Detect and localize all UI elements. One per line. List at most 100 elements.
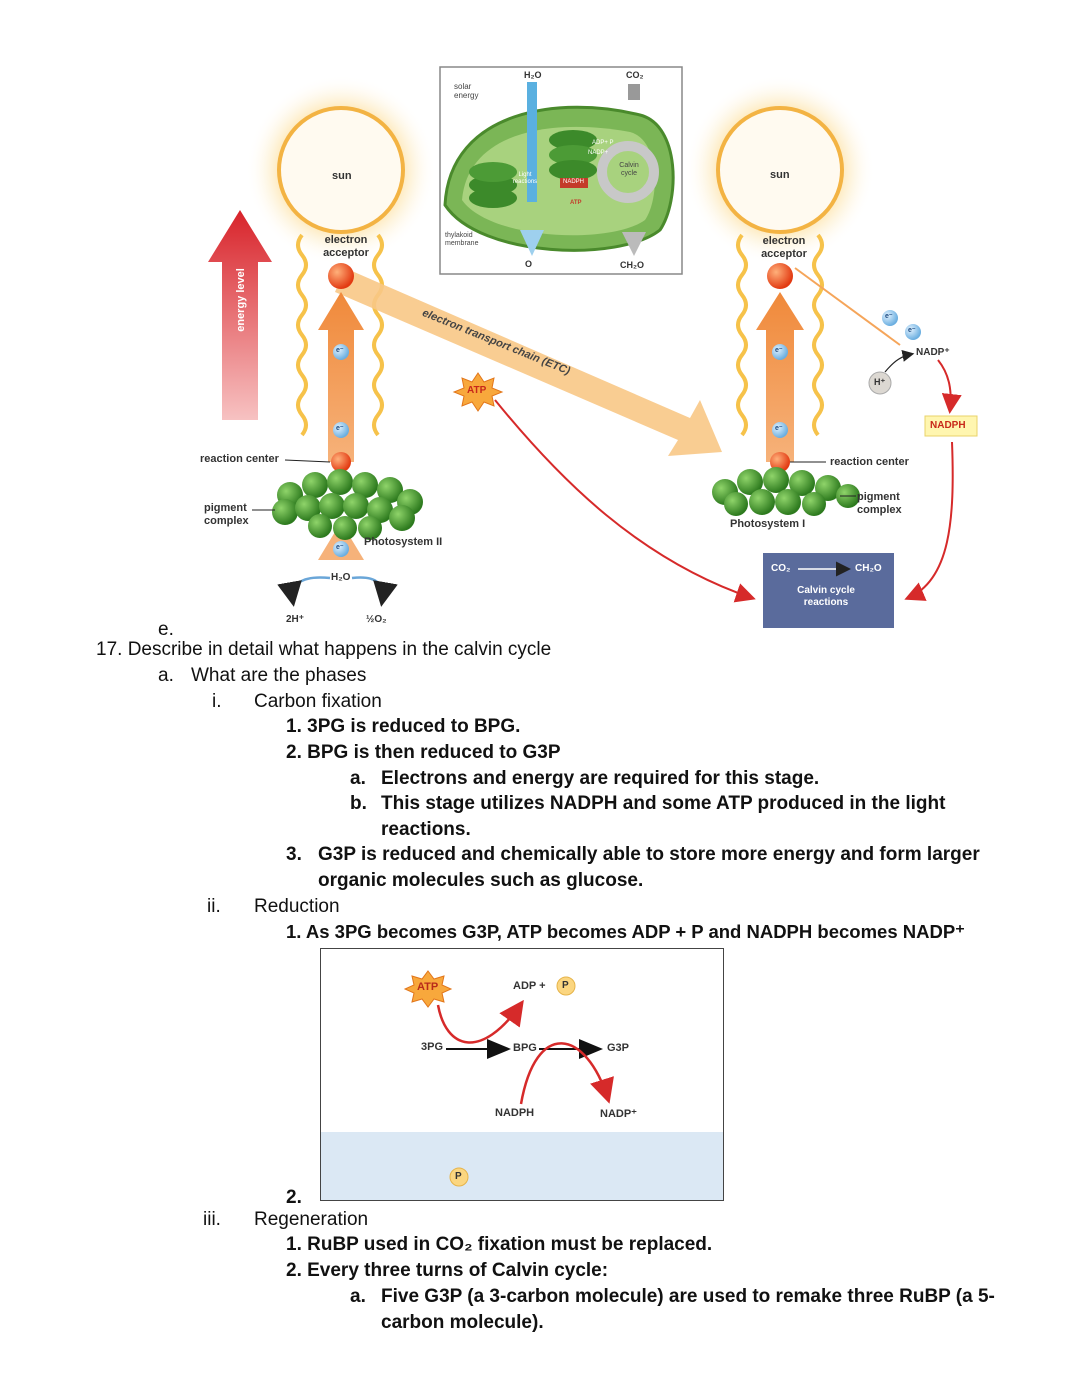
reduction-bpg-label: BPG (513, 1042, 537, 1054)
electron-label: e⁻ (336, 347, 344, 354)
reduction-3pg-label: 3PG (421, 1041, 444, 1053)
inset-solar-energy-label: solar energy (454, 82, 479, 100)
inset-ch2o-label: CH₂O (620, 260, 644, 270)
etc-label: electron transport chain (ETC) (420, 307, 572, 378)
sun-right-icon (685, 75, 875, 265)
atp-burst-icon (403, 970, 453, 1008)
pigment-complex-left (272, 469, 423, 540)
photosystem-ii-label: Photosystem II (364, 536, 443, 548)
electron-label: e⁻ (336, 425, 344, 432)
electron-icons (333, 310, 921, 557)
item-i-3-line2: organic molecules such as glucose. (318, 870, 644, 891)
nadph-label: NADPH (930, 420, 966, 431)
reduction-nadph-label: NADPH (495, 1107, 535, 1119)
reduction-adp-label: ADP + (513, 980, 546, 992)
item-i-2b-marker: b. (350, 793, 367, 814)
calvin-cycle-reactions-label: Calvin cycle reactions (797, 585, 855, 608)
electron-acceptor-left-label: electron acceptor (323, 234, 369, 259)
item-iii-2a-line1: Five G3P (a 3-carbon molecule) are used … (381, 1286, 995, 1307)
h-to-nadp-arrow (884, 350, 915, 373)
item-e-marker: e. (158, 619, 174, 640)
item-i-2: 2. BPG is then reduced to G3P (286, 742, 561, 763)
item-i-2b-line1: This stage utilizes NADPH and some ATP p… (381, 793, 946, 814)
energy-level-label: energy level (235, 268, 247, 332)
electron-acceptor-right-label: electron acceptor (761, 235, 807, 260)
reaction-center-right-label: reaction center (830, 456, 909, 468)
inset-co2-label: CO₂ (626, 70, 644, 80)
pigment-complex-right (712, 467, 860, 516)
psi-up-arrow (756, 292, 804, 462)
light-rays (296, 233, 824, 437)
sun-left-icon (246, 75, 436, 265)
electron-label: e⁻ (775, 347, 783, 354)
photosystem-i-label: Photosystem I (730, 518, 806, 530)
sun-left-label: sun (332, 170, 352, 182)
inset-thylakoid-label: thylakoid membrane (445, 232, 479, 247)
item-iii-2a-line2: carbon molecule). (381, 1312, 544, 1333)
calvin-co2-label: CO₂ (771, 563, 791, 574)
energy-level-arrow: energy level (208, 210, 272, 420)
item-i-text: Carbon fixation (254, 691, 382, 712)
inset-nadph-label: NADPH (563, 179, 585, 185)
reduction-p-bottom-label: P (455, 1171, 462, 1182)
electron-label: e⁻ (908, 327, 916, 334)
calvin-cycle-box (763, 553, 894, 628)
item-a-marker: a. (158, 665, 174, 686)
reduction-atp-label: ATP (417, 981, 439, 993)
pigment-complex-left-label: pigment complex (204, 502, 249, 527)
item-i-2a: Electrons and energy are required for th… (381, 768, 820, 789)
item-ii-marker: ii. (207, 896, 221, 917)
nadph-box (924, 415, 978, 437)
h-plus-label: H⁺ (874, 377, 886, 387)
psii-up-arrow (318, 292, 364, 462)
item-i-3-marker: 3. (286, 844, 302, 865)
water-split-arrow-right (351, 576, 398, 607)
atp-label: ATP (467, 385, 487, 396)
item-i-2a-marker: a. (350, 768, 366, 789)
electron-acceptor-left-icon (328, 263, 354, 289)
item-i-marker: i. (212, 691, 222, 712)
item-iii-2: 2. Every three turns of Calvin cycle: (286, 1260, 609, 1281)
reduction-figure-shaded-band (321, 1132, 723, 1200)
reduction-figure-arrows (403, 970, 614, 1187)
electron-label: e⁻ (885, 313, 893, 320)
item-i-2b-line2: reactions. (381, 819, 471, 840)
h-plus-icon (868, 371, 892, 395)
reaction-center-left-label: reaction center (200, 453, 279, 465)
item-iii-1: 1. RuBP used in CO₂ fixation must be rep… (286, 1234, 713, 1255)
water-split-arrow-left (277, 576, 331, 607)
etc-arrow: electron transport chain (ETC) (335, 268, 722, 456)
reaction-center-left-icon (331, 452, 351, 472)
pigment-complex-right-label: pigment complex (857, 491, 902, 516)
two-h-label: 2H⁺ (286, 614, 305, 625)
item-iii-2a-marker: a. (350, 1286, 366, 1307)
nadp-plus-label: NADP⁺ (916, 347, 950, 358)
item-ii-2: 2. (286, 1187, 302, 1208)
chloroplast-inset (439, 66, 683, 275)
light-reactions-diagram: energy level electron transport chain (E… (208, 66, 978, 628)
reaction-center-left-line (284, 459, 331, 463)
phosphate-icon (449, 1167, 469, 1187)
electron-label: e⁻ (336, 544, 344, 551)
inset-atp-label: ATP (570, 200, 582, 206)
item-iii-marker: iii. (203, 1209, 221, 1230)
reduction-figure: ATP ADP + P 3PG BPG G3P NADPH NADP⁺ P (320, 948, 724, 1201)
nadph-to-calvin-arrow (904, 441, 954, 601)
reduction-p-label: P (562, 980, 569, 991)
item-iii-text: Regeneration (254, 1209, 369, 1230)
nadp-to-nadph-arrow (937, 359, 962, 414)
item-i-3-line1: G3P is reduced and chemically able to st… (318, 844, 980, 865)
inset-h2o-label: H₂O (524, 70, 542, 80)
item-i-1: 1. 3PG is reduced to BPG. (286, 716, 521, 737)
reaction-center-right-icon (770, 452, 790, 472)
calvin-ch2o-label: CH₂O (855, 563, 882, 574)
electron-label: e⁻ (775, 425, 783, 432)
question-17: 17. Describe in detail what happens in t… (96, 639, 552, 660)
phosphate-icon (556, 976, 576, 996)
reduction-nadp-label: NADP⁺ (600, 1108, 637, 1120)
inset-light-label: Light reactions (512, 172, 538, 185)
item-ii-1: 1. As 3PG becomes G3P, ATP becomes ADP +… (286, 921, 965, 942)
psi-to-nadp-line (794, 267, 901, 346)
half-o2-label: ½O₂ (366, 614, 387, 625)
atp-to-calvin-arrow (494, 399, 756, 603)
